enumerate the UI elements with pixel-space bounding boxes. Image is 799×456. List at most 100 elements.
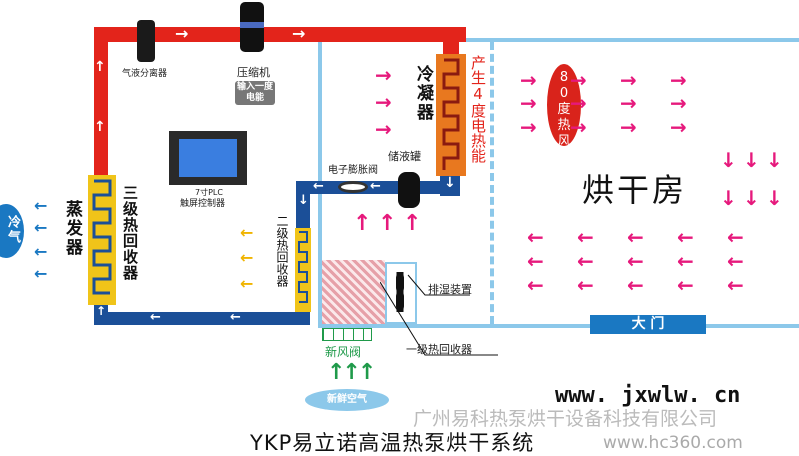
- airflow-arrow-icon: ↓: [766, 148, 783, 172]
- airflow-arrow-icon: ←: [627, 225, 644, 249]
- watermark-hc360: www.hc360.com: [603, 433, 743, 453]
- fresh-air-badge: 新鲜空气: [305, 389, 389, 411]
- second-recovery-coil: [295, 228, 311, 312]
- diagram-title: YKP易立诺高温热泵烘干系统: [250, 431, 535, 455]
- airflow-arrow-icon: →: [620, 91, 637, 115]
- airflow-arrow-icon: →: [520, 115, 537, 139]
- evaporator-coil: [88, 175, 116, 305]
- cold-pipe-bottom: [94, 312, 310, 325]
- compressor-label: 压缩机: [237, 66, 270, 79]
- airflow-arrow-icon: ←: [677, 225, 694, 249]
- airflow-arrow-icon: →: [670, 91, 687, 115]
- airflow-arrow-icon: →: [620, 68, 637, 92]
- heat-arrow-up-icon: ↑: [378, 211, 397, 236]
- fresh-air-arrow-icon: ↑↑↑: [327, 360, 376, 385]
- callout-lines: [380, 274, 498, 356]
- airflow-arrow-icon: →: [570, 91, 587, 115]
- second-recovery-label: 二级热回收器: [275, 215, 289, 287]
- first-recovery-label: 一级热回收器: [406, 343, 472, 356]
- compressor-input-badge: 输入一度电能: [235, 81, 275, 105]
- third-recovery-label: 三级热回收器: [121, 185, 139, 281]
- hot-air-label: 80度热风: [557, 70, 571, 149]
- airflow-arrow-icon: →: [570, 68, 587, 92]
- airflow-arrow-icon: →: [520, 91, 537, 115]
- cold-arrow-icon: ←: [34, 264, 48, 283]
- drying-room-label: 烘干房: [582, 171, 688, 209]
- airflow-arrow-icon: ←: [727, 225, 744, 249]
- airflow-arrow-icon: ←: [677, 273, 694, 297]
- separator-icon: [137, 20, 155, 62]
- airflow-arrow-icon: ↓: [720, 186, 737, 210]
- airflow-arrow-icon: ←: [577, 249, 594, 273]
- airflow-arrow-icon: →: [670, 115, 687, 139]
- receiver-tank-label: 储液罐: [388, 150, 421, 163]
- fan-icon: [394, 272, 406, 312]
- warm-arrow-icon: ←: [240, 223, 254, 242]
- warm-arrow-icon: ←: [240, 248, 254, 267]
- airflow-arrow-icon: ←: [627, 273, 644, 297]
- flow-arrow-icon: →: [292, 24, 306, 43]
- cold-pipe-down: [296, 181, 310, 231]
- evaporator-label: 蒸发器: [62, 200, 82, 257]
- airflow-arrow-icon: →: [670, 68, 687, 92]
- flow-arrow-icon: ↑: [94, 119, 106, 135]
- separator-label: 气液分离器: [122, 69, 168, 79]
- airflow-arrow-icon: ←: [677, 249, 694, 273]
- expansion-valve-label: 电子膨胀阀: [328, 165, 378, 176]
- expansion-valve-icon: [338, 181, 368, 193]
- room-divider: [490, 42, 494, 324]
- flow-arrow-icon: ↑: [96, 304, 107, 318]
- cold-arrow-icon: ←: [34, 196, 48, 215]
- flow-arrow-icon: ←: [313, 179, 324, 194]
- airflow-arrow-icon: ←: [527, 225, 544, 249]
- watermark-company: 广州易科热泵烘干设备科技有限公司: [413, 408, 718, 430]
- airflow-arrow-icon: ←: [577, 225, 594, 249]
- airflow-arrow-icon: ←: [577, 273, 594, 297]
- heat-arrow-icon: →: [375, 90, 392, 114]
- flow-arrow-icon: ↓: [298, 193, 309, 208]
- airflow-arrow-icon: ↓: [743, 148, 760, 172]
- airflow-arrow-icon: ←: [527, 249, 544, 273]
- heat-arrow-up-icon: ↑: [403, 211, 422, 236]
- airflow-arrow-icon: ←: [727, 273, 744, 297]
- airflow-arrow-icon: ←: [627, 249, 644, 273]
- fresh-air-valve-label: 新风阀: [325, 345, 362, 359]
- condenser-coil: [436, 54, 466, 176]
- cold-arrow-icon: ←: [34, 218, 48, 237]
- condenser-label: 冷凝器: [413, 65, 433, 122]
- airflow-arrow-icon: ↓: [766, 186, 783, 210]
- plc-touchscreen: [169, 131, 247, 185]
- heat-arrow-icon: →: [375, 63, 392, 87]
- warm-arrow-icon: ←: [240, 274, 254, 293]
- flow-arrow-icon: ←: [370, 179, 381, 194]
- fresh-air-valve-icon: [322, 328, 372, 341]
- flow-arrow-icon: ↑: [94, 59, 106, 75]
- condenser-output-label: 产生4度电热能: [469, 55, 487, 163]
- flow-arrow-icon: ↓: [444, 175, 456, 191]
- airflow-arrow-icon: →: [520, 68, 537, 92]
- airflow-arrow-icon: ↓: [720, 148, 737, 172]
- flow-arrow-icon: ←: [150, 310, 161, 325]
- door-label: 大 门: [590, 315, 706, 334]
- airflow-arrow-icon: ↓: [743, 186, 760, 210]
- dehumidifier-label: 排湿装置: [428, 283, 472, 296]
- cold-arrow-icon: ←: [34, 242, 48, 261]
- flow-arrow-icon: ←: [230, 310, 241, 325]
- plc-label-1: 7寸PLC: [195, 188, 223, 197]
- hot-pipe-left: [94, 27, 108, 177]
- airflow-arrow-icon: ←: [727, 249, 744, 273]
- flow-arrow-icon: →: [175, 24, 189, 43]
- first-recovery-unit: [322, 260, 385, 324]
- compressor-icon: [240, 2, 264, 52]
- heat-arrow-icon: →: [375, 117, 392, 141]
- plc-label-2: 触屏控制器: [180, 199, 226, 209]
- cold-pipe-left-up: [94, 300, 108, 325]
- airflow-arrow-icon: ←: [527, 273, 544, 297]
- airflow-arrow-icon: →: [570, 115, 587, 139]
- heat-arrow-up-icon: ↑: [353, 211, 372, 236]
- hot-pipe-top: [94, 27, 466, 42]
- hot-pipe-right: [443, 27, 459, 57]
- cold-air-label: 冷气: [5, 215, 20, 245]
- receiver-tank-icon: [398, 172, 420, 208]
- hot-air-badge: [547, 64, 581, 146]
